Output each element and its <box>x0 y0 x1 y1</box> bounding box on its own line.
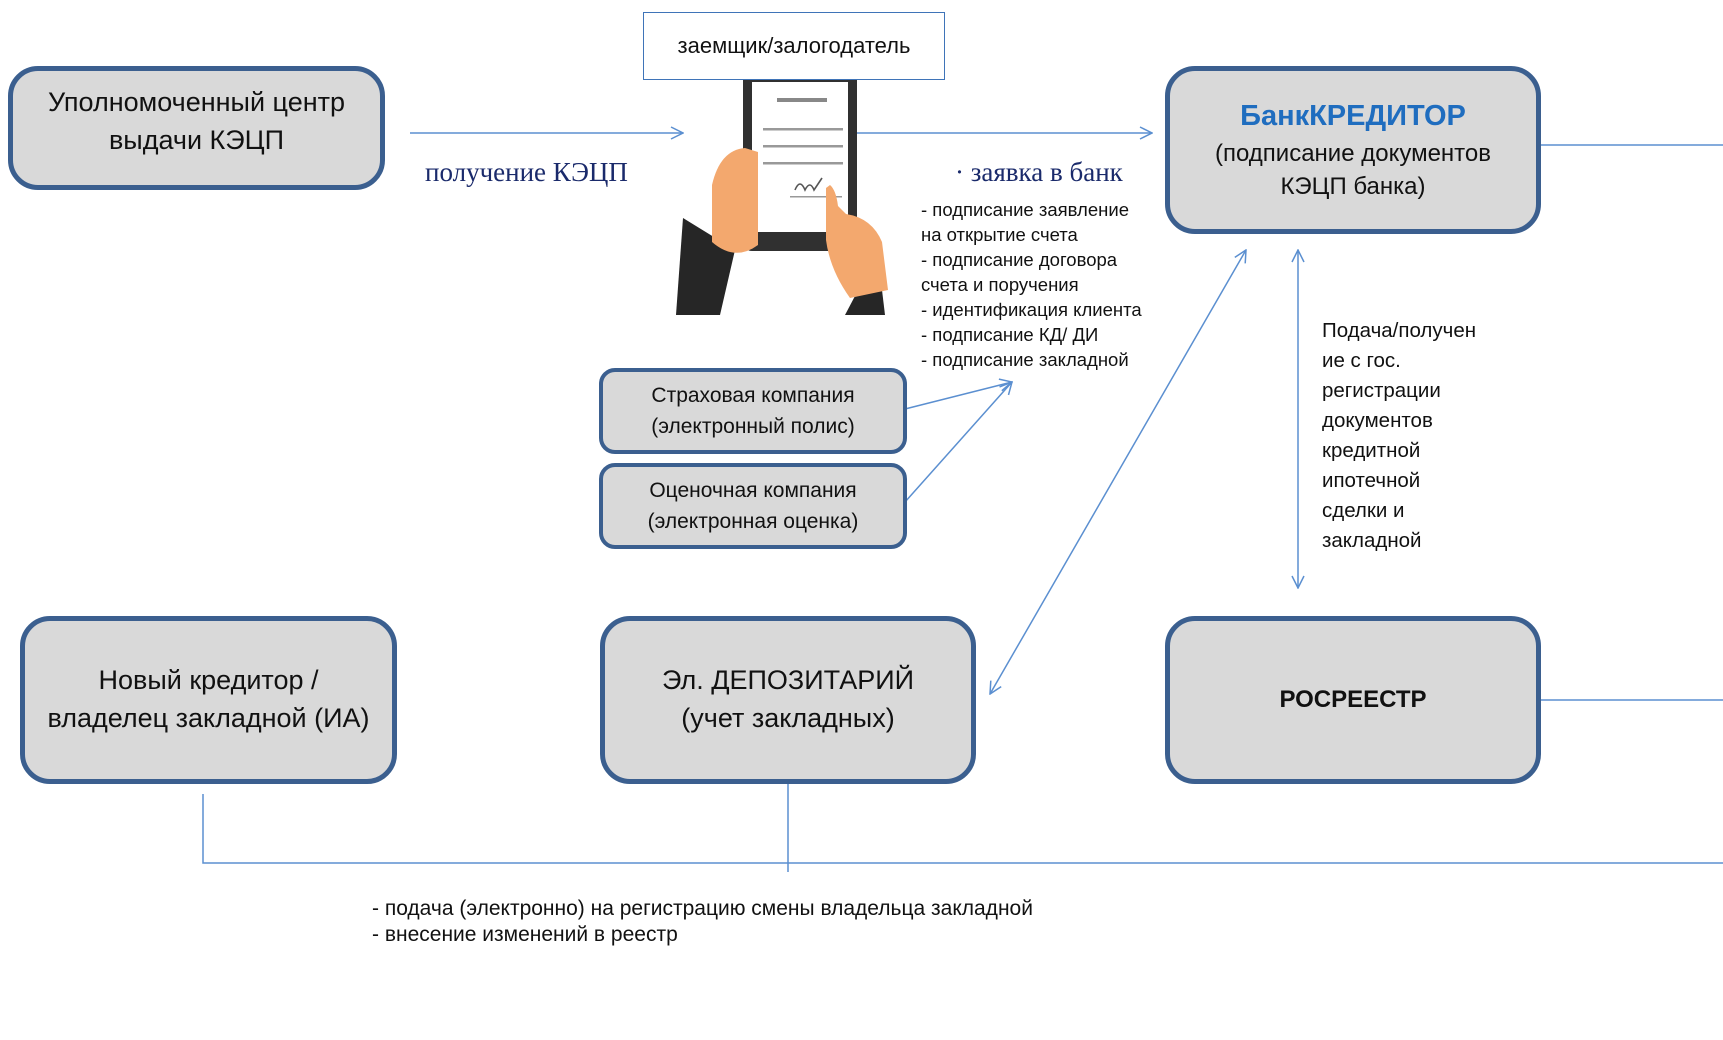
kecp-center-box[interactable]: Уполномоченный центр выдачи КЭЦП <box>8 66 385 190</box>
new-creditor-box[interactable]: Новый кредитор / владелец закладной (ИА) <box>20 616 397 784</box>
bottom-connector <box>202 794 1723 864</box>
bottom-items-list: - подача (электронно) на регистрацию сме… <box>372 896 1033 948</box>
insurance-company-box[interactable]: Страховая компания (электронный полис) <box>599 368 907 454</box>
arrow-appraisal-to-request <box>904 382 1012 503</box>
registration-line: сделки и <box>1322 499 1405 522</box>
doc-header-line <box>777 98 827 102</box>
bank-creditor-box[interactable]: БанкКРЕДИТОР (подписание документов КЭЦП… <box>1165 66 1541 234</box>
request-item: на открытие счета <box>921 224 1078 245</box>
tablet-illustration <box>676 65 888 315</box>
left-hand <box>712 148 758 253</box>
depository-line-1: Эл. ДЕПОЗИТАРИЙ <box>661 665 915 696</box>
rosreestr-box[interactable]: РОСРЕЕСТР <box>1165 616 1541 784</box>
borrower-label: заемщик/залогодатель <box>643 12 945 80</box>
bank-line-2: КЭЦП банка) <box>1280 173 1426 201</box>
doc-line-2 <box>763 145 843 148</box>
request-item: - подписание заявление <box>921 199 1129 220</box>
depository-line-2: (учет закладных) <box>681 703 895 733</box>
bottom-item: - внесение изменений в реестр <box>372 923 678 946</box>
bank-title: БанкКРЕДИТОР <box>1240 100 1466 133</box>
registration-text: Подача/получен ие с гос. регистрации док… <box>1322 316 1476 556</box>
arrow-bank-depository <box>990 250 1246 694</box>
registration-line: ие с гос. <box>1322 349 1401 372</box>
appraisal-company-box[interactable]: Оценочная компания (электронная оценка) <box>599 463 907 549</box>
receive-kecp-label: получение КЭЦП <box>425 157 628 187</box>
registration-line: кредитной <box>1322 439 1421 462</box>
bottom-item: - подача (электронно) на регистрацию сме… <box>372 897 1033 920</box>
bank-request-label: · заявка в банк <box>955 157 1123 187</box>
kecp-center-line-2: выдачи КЭЦП <box>108 124 285 155</box>
registration-line: документов <box>1322 409 1433 432</box>
rosreestr-title: РОСРЕЕСТР <box>1279 686 1427 714</box>
signature <box>794 177 823 192</box>
request-item: - подписание закладной <box>921 349 1129 370</box>
doc-line-1 <box>763 128 843 131</box>
insurance-line-2: (электронный полис) <box>651 415 855 438</box>
appraisal-line-2: (электронная оценка) <box>647 510 859 533</box>
request-items-list: - подписание заявление на открытие счета… <box>921 197 1142 372</box>
new-creditor-line-2: владелец закладной (ИА) <box>47 703 370 733</box>
registration-line: ипотечной <box>1322 469 1421 492</box>
insurance-line-1: Страховая компания <box>651 383 855 407</box>
request-item: - подписание договора <box>921 249 1118 270</box>
appraisal-line-1: Оценочная компания <box>649 478 857 502</box>
request-item: - идентификация клиента <box>921 299 1142 320</box>
signature-line <box>790 196 842 198</box>
registration-line: закладной <box>1322 529 1422 552</box>
depository-box[interactable]: Эл. ДЕПОЗИТАРИЙ (учет закладных) <box>600 616 976 784</box>
request-item: - подписание КД/ ДИ <box>921 324 1099 345</box>
arrow-insurance-to-request <box>904 382 1012 410</box>
new-creditor-line-1: Новый кредитор / <box>98 665 319 696</box>
request-item: счета и поручения <box>921 274 1079 295</box>
doc-line-3 <box>763 162 843 165</box>
kecp-center-line-1: Уполномоченный центр <box>47 87 345 117</box>
registration-line: регистрации <box>1322 379 1441 402</box>
right-hand <box>826 185 888 298</box>
bank-line-1: (подписание документов <box>1214 139 1491 167</box>
registration-line: Подача/получен <box>1322 319 1477 342</box>
